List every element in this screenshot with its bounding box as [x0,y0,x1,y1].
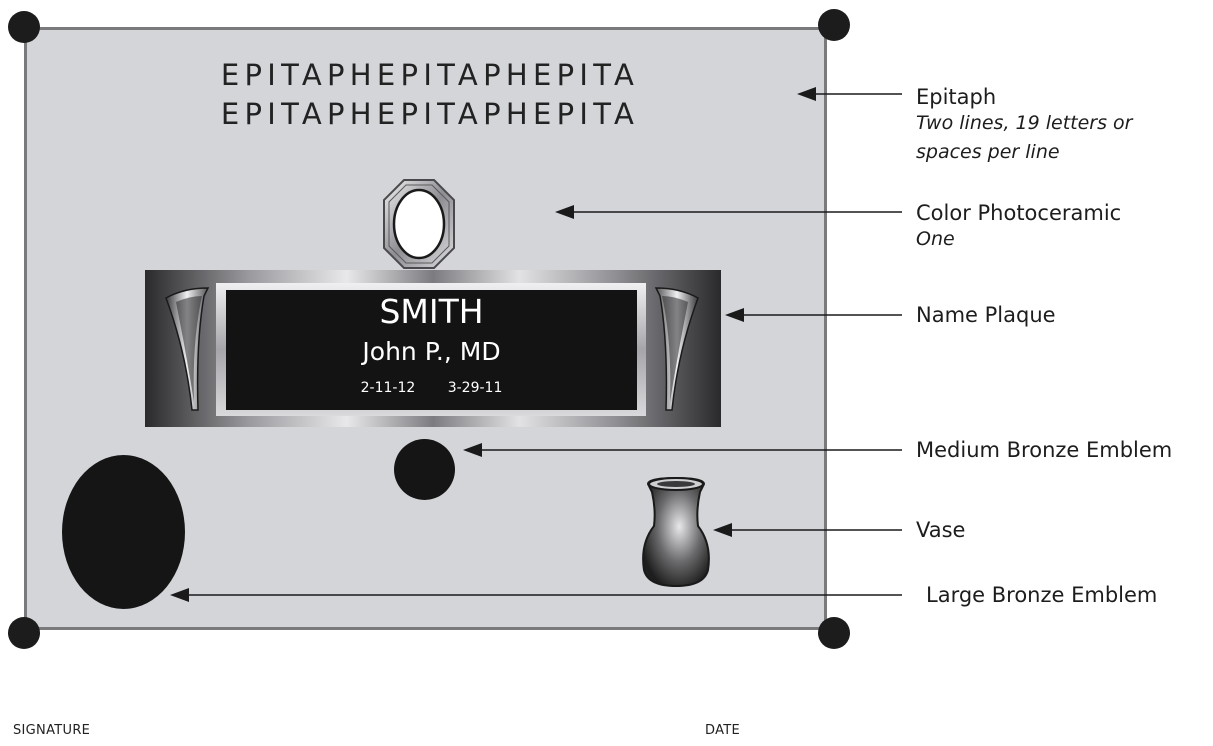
date-label: DATE [705,723,740,738]
callout-medium-emblem: Medium Bronze Emblem [916,438,1172,462]
callout-photoceramic: Color Photoceramic One [916,201,1121,254]
callout-large-emblem: Large Bronze Emblem [926,583,1157,607]
callout-epitaph-title: Epitaph [916,85,996,109]
callout-epitaph: Epitaph Two lines, 19 letters or spaces … [916,85,1133,167]
callout-name-plaque: Name Plaque [916,303,1056,327]
callout-epitaph-sub-1: Two lines, 19 letters or [916,109,1133,138]
signature-label: SIGNATURE [13,723,90,738]
callout-vase: Vase [916,518,965,542]
callout-photoceramic-sub-1: One [916,225,1121,254]
callout-photoceramic-title: Color Photoceramic [916,201,1121,225]
callout-epitaph-sub-2: spaces per line [916,138,1133,167]
